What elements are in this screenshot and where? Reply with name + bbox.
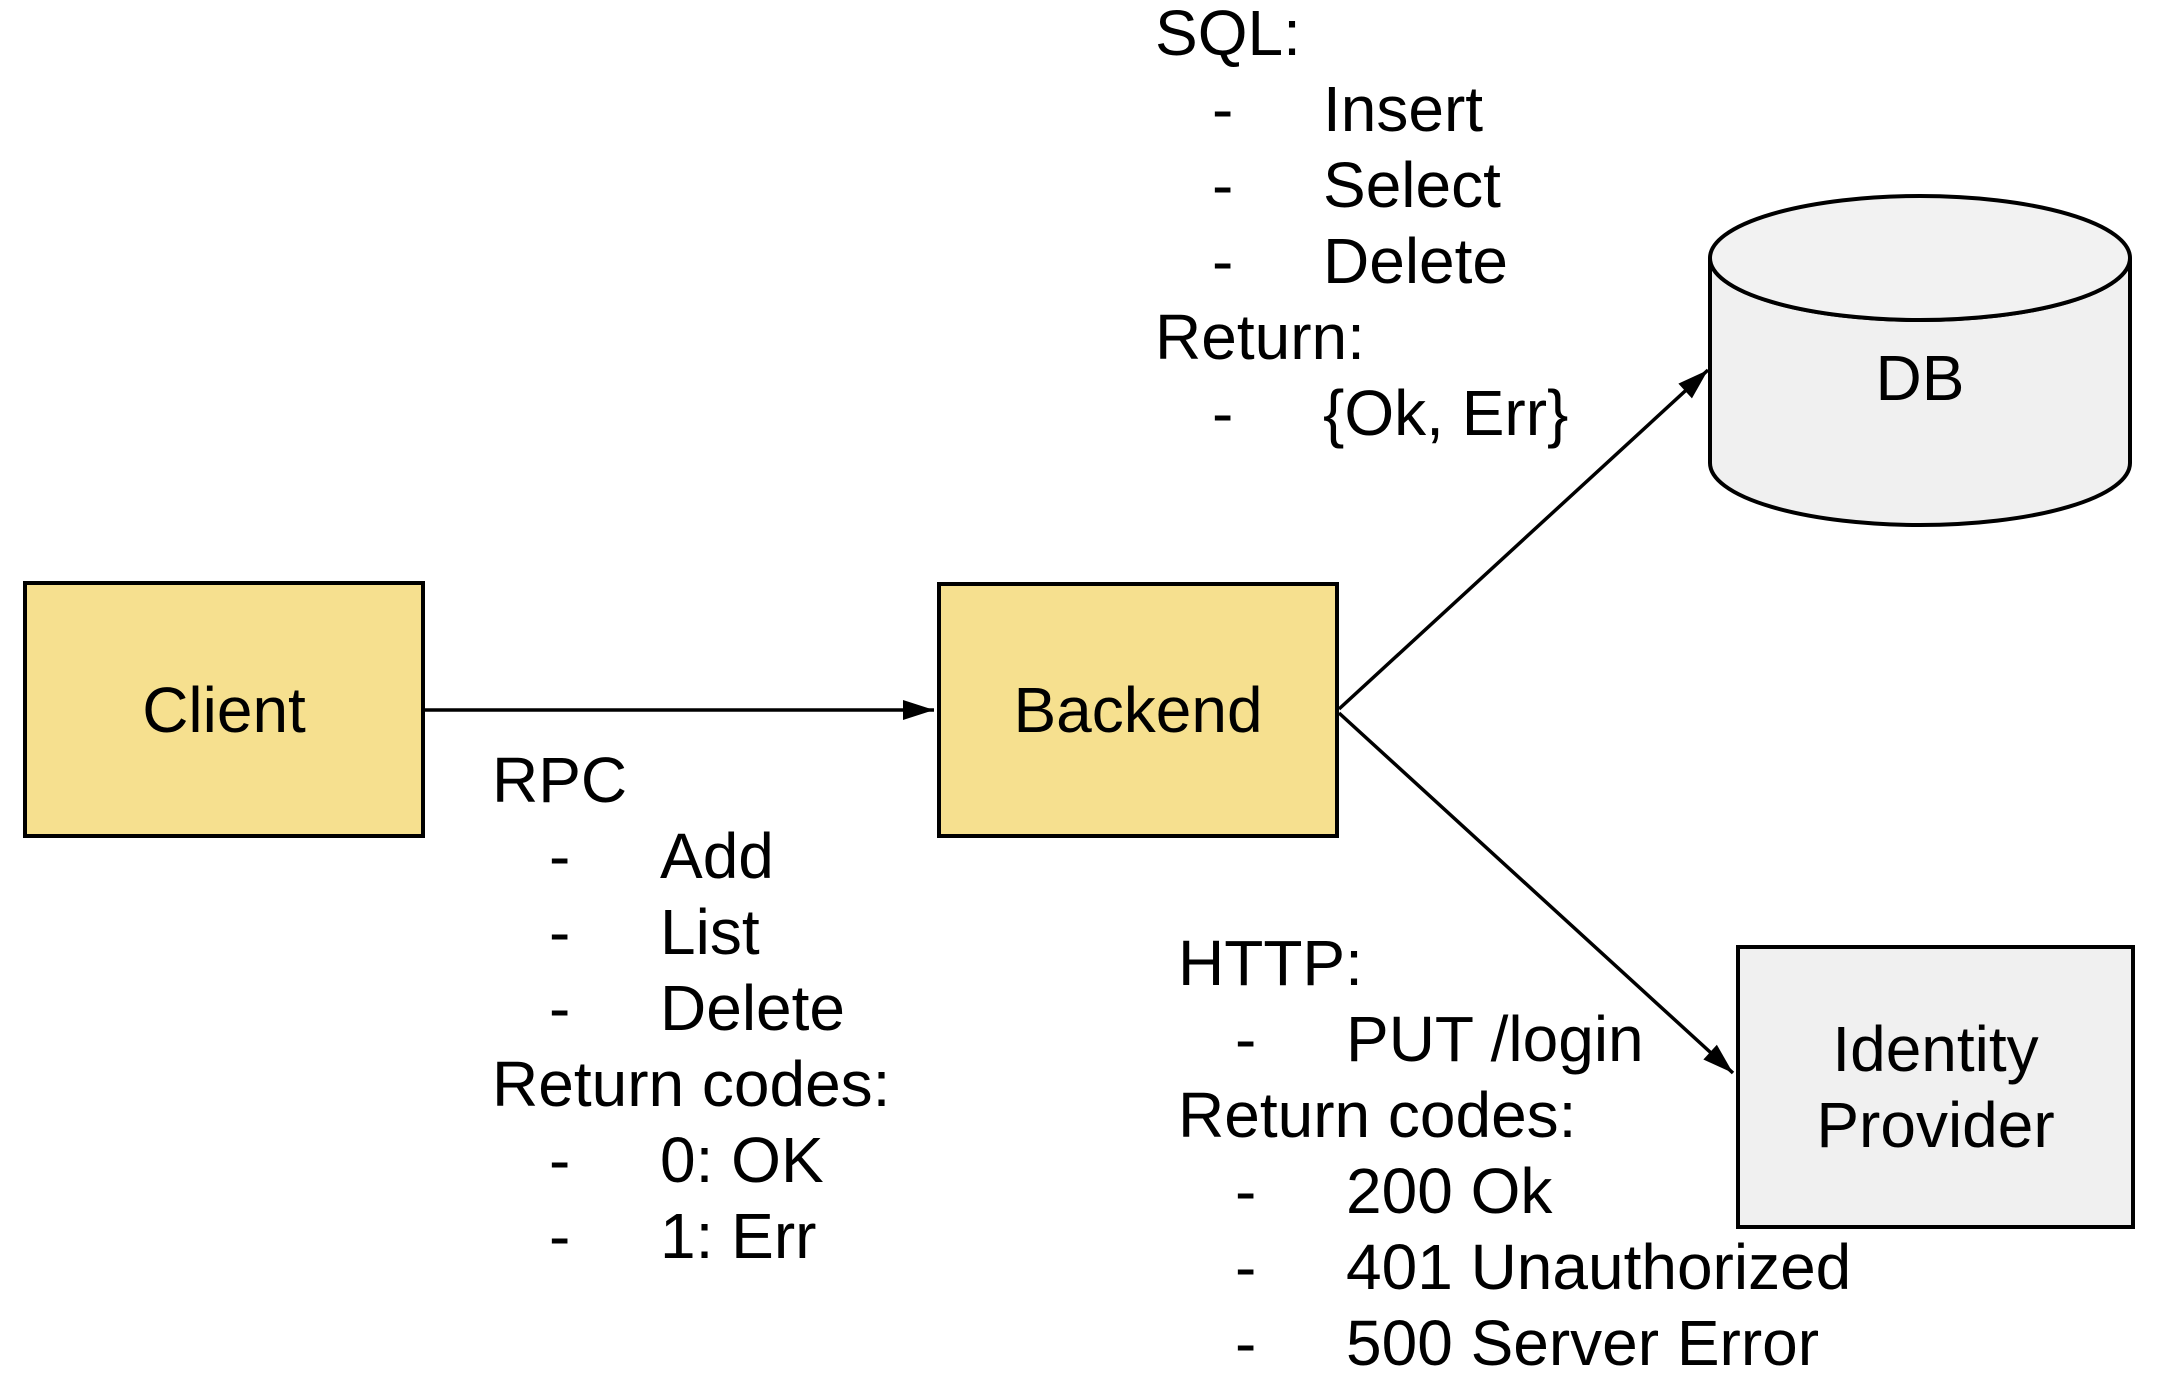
http-return-codes-header: Return codes: (1178, 1079, 1577, 1151)
http-annotation-block: HTTP: -PUT /login Return codes: -200 Ok … (1178, 925, 1851, 1381)
bullet-dash: - (1212, 73, 1234, 145)
rpc-return-codes-header: Return codes: (492, 1048, 891, 1120)
list-item: - Select (1155, 147, 1568, 223)
client-node-label: Client (142, 673, 306, 746)
list-item-text: PUT /login (1346, 1003, 1644, 1075)
db-node-label: DB (1875, 341, 1965, 414)
list-item: - 0: OK (492, 1122, 890, 1198)
sql-header: SQL: (1155, 0, 1301, 69)
list-item-text: Add (660, 820, 774, 892)
bullet-dash: - (1235, 1003, 1257, 1075)
http-header: HTTP: (1178, 927, 1363, 999)
bullet-dash: - (549, 1200, 571, 1272)
sql-return-header: Return: (1155, 301, 1365, 373)
identity-provider-label-line1: Identity (1832, 1013, 2039, 1085)
list-item: - Delete (1155, 223, 1568, 299)
list-item: - Add (492, 818, 890, 894)
bullet-dash: - (1235, 1231, 1257, 1303)
bullet-dash: - (1212, 225, 1234, 297)
rpc-annotation-block: RPC - Add - List - Delete Return codes: - 0:… (492, 742, 890, 1274)
bullet-dash: - (549, 972, 571, 1044)
bullet-dash: - (1212, 377, 1234, 449)
sql-annotation-block: SQL: - Insert - Select - Delete Return: - {O… (1155, 0, 1568, 451)
bullet-dash: - (549, 820, 571, 892)
list-item-text: Select (1323, 149, 1501, 221)
list-item-text: Delete (660, 972, 845, 1044)
list-item-text: {Ok, Err} (1323, 377, 1569, 449)
list-item-text: Delete (1323, 225, 1508, 297)
list-item-text: Insert (1323, 73, 1484, 145)
list-item-text: List (660, 896, 760, 968)
list-item: - PUT /login (1178, 1001, 1851, 1077)
db-cylinder-top (1708, 194, 2132, 322)
bullet-dash: - (1235, 1307, 1257, 1379)
list-item: - Delete (492, 970, 890, 1046)
list-item: - 401 Unauthorized (1178, 1229, 1851, 1305)
list-item: - {Ok, Err} (1155, 375, 1568, 451)
bullet-dash: - (549, 896, 571, 968)
bullet-dash: - (1235, 1155, 1257, 1227)
list-item-text: 500 Server Error (1346, 1307, 1820, 1379)
identity-provider-label-line2: Provider (1816, 1089, 2055, 1161)
rpc-header: RPC (492, 744, 628, 816)
arrow-backend-to-identity-provider (1337, 711, 1735, 1075)
bullet-dash: - (1212, 149, 1234, 221)
list-item-text: 1: Err (660, 1200, 817, 1272)
backend-node-label: Backend (1013, 674, 1263, 746)
bullet-dash: - (549, 1124, 571, 1196)
list-item: - Insert (1155, 71, 1568, 147)
list-item: - 500 Server Error (1178, 1305, 1851, 1381)
list-item-text: 0: OK (660, 1124, 824, 1196)
identity-provider-node: Identity Provider (1736, 945, 2135, 1229)
client-node: Client (23, 581, 425, 838)
list-item-text: 401 Unauthorized (1346, 1231, 1852, 1303)
list-item-text: 200 Ok (1346, 1155, 1553, 1227)
arrow-backend-to-db (1337, 368, 1710, 711)
list-item: - 200 Ok (1178, 1153, 1851, 1229)
backend-node: Backend (937, 582, 1339, 838)
list-item: - 1: Err (492, 1198, 890, 1274)
list-item: - List (492, 894, 890, 970)
